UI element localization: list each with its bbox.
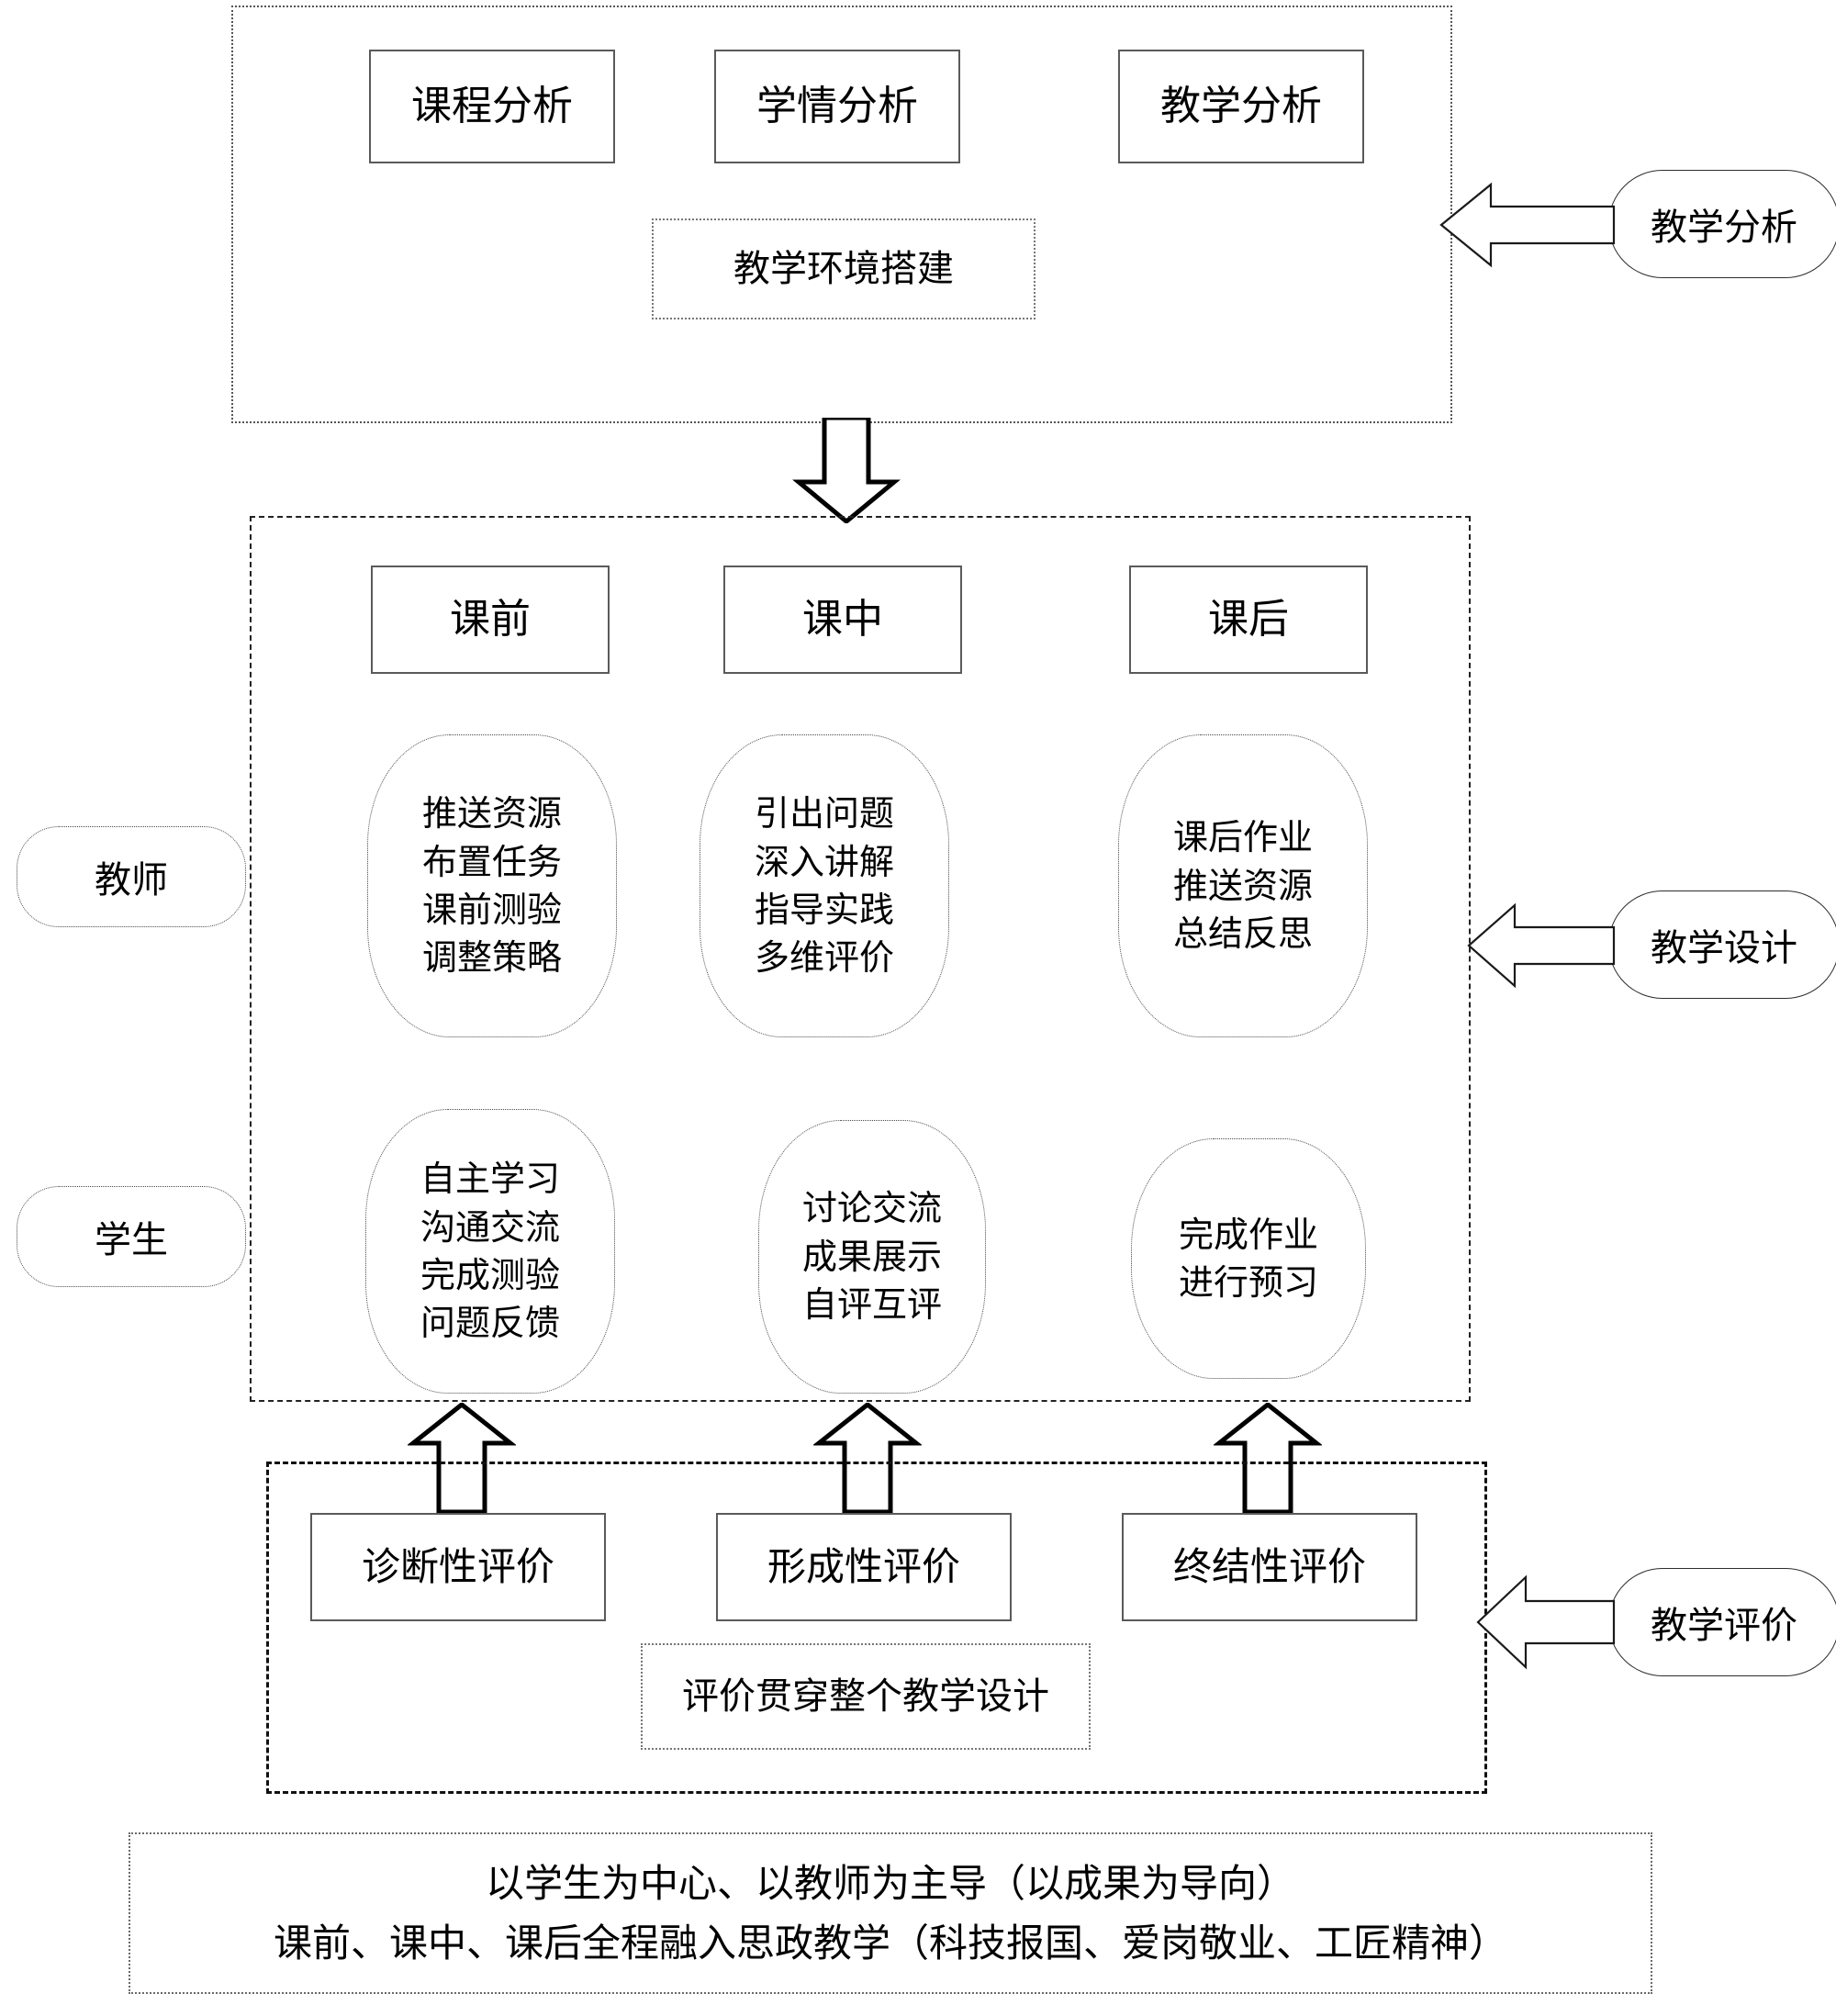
design-phase-during[interactable]: 课中	[723, 566, 962, 674]
callout-evaluation[interactable]: 教学评价	[1608, 1568, 1836, 1676]
teacher-activity-after[interactable]: 课后作业 推送资源 总结反思	[1118, 734, 1368, 1037]
analysis-box-student-situation[interactable]: 学情分析	[714, 50, 960, 163]
student-activity-after[interactable]: 完成作业 进行预习	[1131, 1138, 1366, 1379]
analysis-box-environment[interactable]: 教学环境搭建	[652, 218, 1036, 319]
evaluation-box-summative[interactable]: 终结性评价	[1122, 1513, 1417, 1621]
callout-design[interactable]: 教学设计	[1608, 890, 1836, 999]
student-activity-during[interactable]: 讨论交流 成果展示 自评互评	[758, 1120, 986, 1394]
teacher-activity-before[interactable]: 推送资源 布置任务 课前测验 调整策略	[367, 734, 617, 1037]
design-section-container	[250, 516, 1471, 1402]
callout-analysis[interactable]: 教学分析	[1608, 170, 1836, 278]
evaluation-to-design-post-arrow-icon	[1214, 1403, 1322, 1513]
summary-box: 以学生为中心、以教师为主导（以成果为导向） 课前、课中、课后全程融入思政教学（科…	[129, 1832, 1652, 1994]
evaluation-box-formative[interactable]: 形成性评价	[716, 1513, 1012, 1621]
design-callout-arrow-icon	[1467, 900, 1616, 991]
evaluation-box-diagnostic[interactable]: 诊断性评价	[310, 1513, 606, 1621]
design-phase-before[interactable]: 课前	[371, 566, 610, 674]
analysis-to-design-arrow-icon	[791, 418, 901, 523]
evaluation-callout-arrow-icon	[1476, 1572, 1616, 1673]
evaluation-note-box[interactable]: 评价贯穿整个教学设计	[641, 1643, 1091, 1750]
analysis-box-course[interactable]: 课程分析	[369, 50, 615, 163]
teacher-activity-during[interactable]: 引出问题 深入讲解 指导实践 多维评价	[700, 734, 949, 1037]
role-label-student[interactable]: 学生	[17, 1186, 246, 1287]
analysis-box-teaching[interactable]: 教学分析	[1118, 50, 1364, 163]
analysis-callout-arrow-icon	[1439, 179, 1616, 271]
design-phase-after[interactable]: 课后	[1129, 566, 1368, 674]
evaluation-to-design-pre-arrow-icon	[408, 1403, 516, 1513]
role-label-teacher[interactable]: 教师	[17, 826, 246, 927]
student-activity-before[interactable]: 自主学习 沟通交流 完成测验 问题反馈	[365, 1109, 615, 1394]
evaluation-to-design-mid-arrow-icon	[813, 1403, 922, 1513]
